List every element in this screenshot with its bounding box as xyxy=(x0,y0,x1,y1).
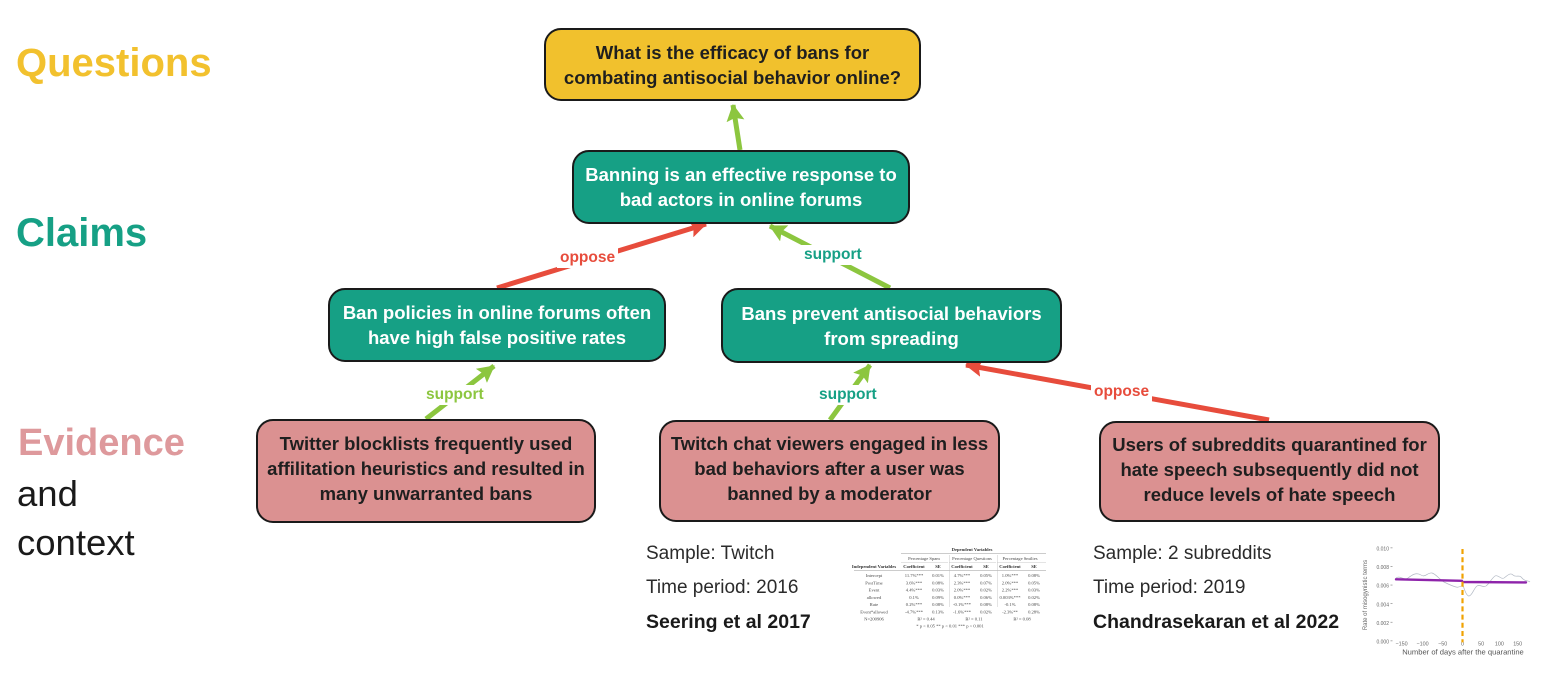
svg-text:-2.3%**: -2.3%** xyxy=(1002,610,1018,615)
svg-text:N=200906: N=200906 xyxy=(864,617,884,622)
svg-text:0.0%***: 0.0%*** xyxy=(954,595,971,600)
svg-text:allowed: allowed xyxy=(867,595,882,600)
svg-text:Coefficient: Coefficient xyxy=(951,564,973,569)
svg-text:−50: −50 xyxy=(1438,642,1447,648)
svg-text:0.07%: 0.07% xyxy=(980,580,992,585)
svg-text:Intercept: Intercept xyxy=(866,573,883,578)
svg-text:0.08%: 0.08% xyxy=(932,602,944,607)
svg-text:50: 50 xyxy=(1478,642,1484,648)
svg-text:Event: Event xyxy=(869,588,880,593)
svg-text:0.03%: 0.03% xyxy=(1028,588,1040,593)
svg-text:2.3%***: 2.3%*** xyxy=(954,580,971,585)
svg-text:* p < 0.05 ** p < 0.01 *** p <: * p < 0.05 ** p < 0.01 *** p < 0.001 xyxy=(916,624,984,629)
svg-text:PostTime: PostTime xyxy=(865,580,882,585)
svg-text:0.002: 0.002 xyxy=(1376,621,1389,627)
svg-text:0.08%: 0.08% xyxy=(1028,573,1040,578)
svg-text:SE: SE xyxy=(935,564,941,569)
svg-text:3.6%***: 3.6%*** xyxy=(906,580,923,585)
svg-text:0.05%: 0.05% xyxy=(1028,580,1040,585)
svg-text:0.2%***: 0.2%*** xyxy=(906,602,923,607)
svg-text:0.08%: 0.08% xyxy=(980,602,992,607)
svg-text:0.02%: 0.02% xyxy=(1028,595,1040,600)
svg-text:Percentage Smilies: Percentage Smilies xyxy=(1002,556,1037,561)
svg-text:Coefficient: Coefficient xyxy=(999,564,1021,569)
svg-text:2.2%***: 2.2%*** xyxy=(1002,588,1019,593)
svg-text:1.0%***: 1.0%*** xyxy=(1002,573,1019,578)
svg-text:4.7%***: 4.7%*** xyxy=(954,573,971,578)
svg-text:R² = 0.08: R² = 0.08 xyxy=(1013,617,1031,622)
svg-text:0.01%: 0.01% xyxy=(932,573,944,578)
svg-text:Event*allowed: Event*allowed xyxy=(860,610,888,615)
svg-text:0.09%: 0.09% xyxy=(932,595,944,600)
svg-text:−100: −100 xyxy=(1417,642,1429,648)
svg-text:Rate of misogynistic terms: Rate of misogynistic terms xyxy=(1363,560,1369,630)
svg-text:0.004: 0.004 xyxy=(1376,602,1389,608)
svg-text:Dependent Variables: Dependent Variables xyxy=(952,547,993,552)
svg-text:0.05%: 0.05% xyxy=(980,573,992,578)
svg-text:SE: SE xyxy=(1031,564,1037,569)
svg-text:0.000: 0.000 xyxy=(1376,640,1389,646)
svg-text:−150: −150 xyxy=(1396,642,1408,648)
svg-text:0.006: 0.006 xyxy=(1376,584,1389,590)
svg-text:-4.7%***: -4.7%*** xyxy=(905,610,924,615)
svg-text:150: 150 xyxy=(1513,642,1522,648)
svg-text:SE: SE xyxy=(983,564,989,569)
svg-text:0.28%: 0.28% xyxy=(1028,610,1040,615)
svg-text:0.02%: 0.02% xyxy=(980,588,992,593)
svg-text:R² = 0.11: R² = 0.11 xyxy=(965,617,983,622)
svg-text:0.06%: 0.06% xyxy=(980,595,992,600)
svg-text:0.1%: 0.1% xyxy=(909,595,919,600)
svg-text:0.13%: 0.13% xyxy=(932,610,944,615)
svg-text:4.4%***: 4.4%*** xyxy=(906,588,923,593)
svg-text:-0.1%***: -0.1%*** xyxy=(953,602,972,607)
svg-text:0.02%: 0.02% xyxy=(980,610,992,615)
svg-text:0.008: 0.008 xyxy=(1376,565,1389,571)
svg-text:0.003%***: 0.003%*** xyxy=(999,595,1021,600)
svg-text:-0.1%: -0.1% xyxy=(1004,602,1015,607)
svg-text:100: 100 xyxy=(1495,642,1504,648)
svg-text:Percentage Questions: Percentage Questions xyxy=(952,556,992,561)
svg-text:Percentage Spam: Percentage Spam xyxy=(908,556,940,561)
svg-text:11.7%***: 11.7%*** xyxy=(905,573,924,578)
svg-text:Coefficient: Coefficient xyxy=(903,564,925,569)
svg-text:Number of days after the quara: Number of days after the quarantine xyxy=(1402,648,1524,657)
svg-text:0.010: 0.010 xyxy=(1376,547,1389,553)
svg-text:0: 0 xyxy=(1461,642,1464,648)
svg-text:0.03%: 0.03% xyxy=(932,588,944,593)
svg-text:R² = 0.44: R² = 0.44 xyxy=(917,617,935,622)
svg-text:0.08%: 0.08% xyxy=(1028,602,1040,607)
svg-text:-1.6%***: -1.6%*** xyxy=(953,610,972,615)
svg-text:Independent Variables: Independent Variables xyxy=(852,564,897,569)
svg-text:2.0%***: 2.0%*** xyxy=(954,588,971,593)
svg-text:Rate: Rate xyxy=(870,602,878,607)
svg-text:0.08%: 0.08% xyxy=(932,580,944,585)
svg-text:2.0%***: 2.0%*** xyxy=(1002,580,1019,585)
